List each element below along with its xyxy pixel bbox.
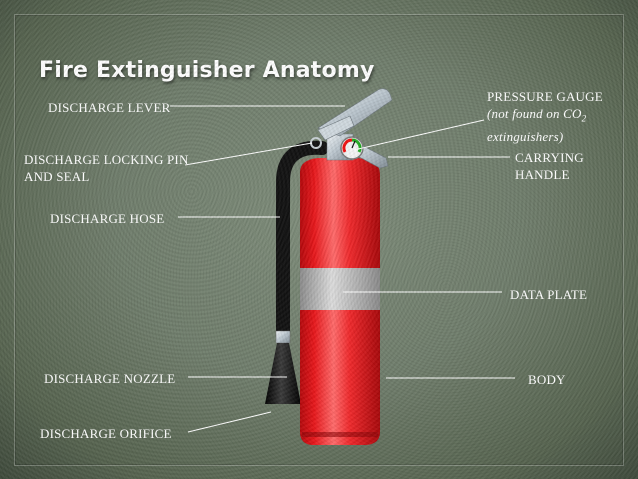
leader-pressure-gauge: [353, 119, 485, 151]
label-discharge-hose: DISCHARGE HOSE: [50, 211, 165, 226]
label-pressure-gauge: PRESSURE GAUGE (not found on CO2 extingu…: [487, 88, 603, 145]
gauge-red-zone: [342, 138, 353, 153]
data-plate-band: [300, 268, 380, 310]
label-carrying-handle-line2: HANDLE: [515, 167, 570, 182]
label-gauge-note: (not found on CO2: [487, 105, 603, 128]
label-pressure-gauge-title: PRESSURE GAUGE: [487, 89, 603, 104]
label-discharge-lever: DISCHARGE LEVER: [48, 100, 171, 115]
body-base-rim: [302, 432, 378, 437]
gauge-green-zone: [351, 138, 362, 153]
hose-ferrule-part: [275, 330, 291, 344]
label-discharge-nozzle: DISCHARGE NOZZLE: [44, 371, 176, 386]
gauge-note-prefix: (not found on CO: [487, 106, 582, 121]
gauge-note-subscript: 2: [581, 113, 587, 124]
lever-lower-part: [317, 115, 355, 141]
label-data-plate: DATA PLATE: [510, 287, 588, 302]
label-carrying-handle: CARRYING HANDLE: [515, 149, 584, 183]
leader-locking-pin: [184, 142, 313, 166]
leader-discharge-orifice: [187, 411, 272, 433]
label-carrying-handle-line1: CARRYING: [515, 150, 584, 165]
label-discharge-orifice: DISCHARGE ORIFICE: [40, 426, 172, 441]
leader-lines: [170, 105, 515, 433]
label-gauge-note-line2: extinguishers): [487, 128, 564, 144]
label-body: BODY: [528, 372, 566, 387]
label-locking-pin-line2: AND SEAL: [24, 169, 90, 184]
label-locking-pin: DISCHARGE LOCKING PIN AND SEAL: [24, 151, 189, 185]
label-locking-pin-line1: DISCHARGE LOCKING PIN: [24, 152, 189, 167]
gauge-needle: [351, 140, 356, 149]
discharge-nozzle-part: [265, 343, 301, 404]
page-title: Fire Extinguisher Anatomy: [39, 58, 375, 83]
